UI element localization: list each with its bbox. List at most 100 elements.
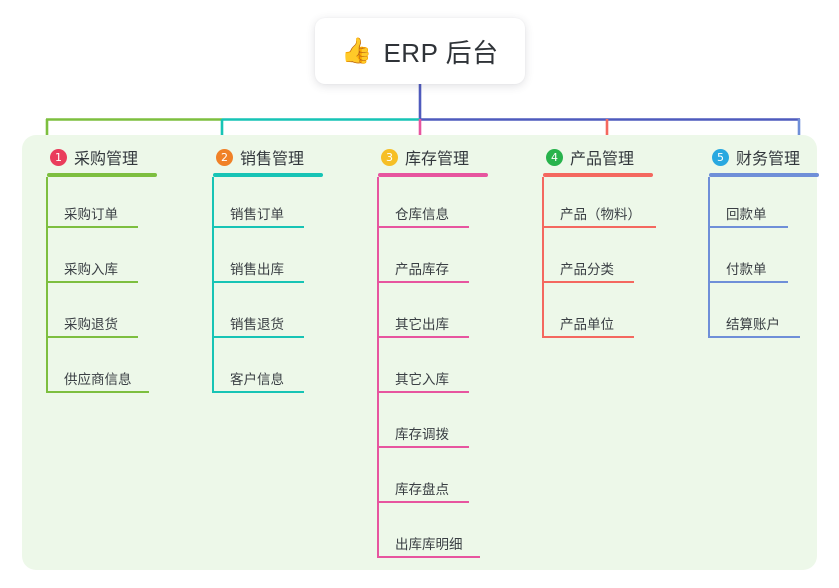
branch-number-badge: 5 xyxy=(712,148,729,166)
leaf-item[interactable]: 库存盘点 xyxy=(367,452,488,507)
leaf-item-underline xyxy=(708,336,800,338)
leaf-item-label: 产品库存 xyxy=(395,262,449,277)
branch-title: 销售管理 xyxy=(240,151,305,168)
leaf-item-underline xyxy=(212,336,304,338)
branch-title: 财务管理 xyxy=(736,151,801,168)
leaf-item[interactable]: 产品（物料） xyxy=(532,177,656,232)
root-node[interactable]: 👍 ERP 后台 xyxy=(315,18,525,84)
branch-column-sales: 2 销售管理销售订单销售出库销售退货客户信息 xyxy=(202,145,323,397)
leaf-item[interactable]: 销售订单 xyxy=(202,177,323,232)
leaf-item-underline xyxy=(708,281,788,283)
leaf-item-underline xyxy=(377,281,469,283)
leaf-item[interactable]: 库存调拨 xyxy=(367,397,488,452)
leaf-item-label: 采购入库 xyxy=(64,262,118,277)
leaf-item[interactable]: 其它出库 xyxy=(367,287,488,342)
branch-column-finance: 5 财务管理回款单付款单结算账户 xyxy=(698,145,819,342)
branch-underline xyxy=(47,173,157,177)
branch-item-list: 销售订单销售出库销售退货客户信息 xyxy=(202,177,323,397)
leaf-item[interactable]: 采购入库 xyxy=(36,232,157,287)
branch-panel xyxy=(22,135,817,570)
branch-trunk-line xyxy=(46,177,48,393)
branch-header-sales[interactable]: 2 销售管理 xyxy=(202,145,323,169)
leaf-item[interactable]: 销售退货 xyxy=(202,287,323,342)
thumbs-up-icon: 👍 xyxy=(341,36,373,65)
root-node-label: ERP 后台 xyxy=(383,37,499,68)
leaf-item-underline xyxy=(542,336,634,338)
leaf-item-label: 其它出库 xyxy=(395,317,449,332)
branch-number-badge: 2 xyxy=(216,148,233,166)
leaf-item[interactable]: 销售出库 xyxy=(202,232,323,287)
branch-underline xyxy=(213,173,323,177)
leaf-item-label: 其它入库 xyxy=(395,372,449,387)
leaf-item[interactable]: 采购订单 xyxy=(36,177,157,232)
leaf-item-underline xyxy=(212,226,304,228)
leaf-item-label: 出库库明细 xyxy=(395,537,463,552)
leaf-item-underline xyxy=(46,226,138,228)
leaf-item-label: 采购退货 xyxy=(64,317,118,332)
branch-header-finance[interactable]: 5 财务管理 xyxy=(698,145,819,169)
branch-item-list: 仓库信息产品库存其它出库其它入库库存调拨库存盘点出库库明细 xyxy=(367,177,488,562)
branch-column-product: 4 产品管理产品（物料） 产品分类产品单位 xyxy=(532,145,656,342)
branch-item-list: 采购订单采购入库采购退货供应商信息 xyxy=(36,177,157,397)
branch-underline xyxy=(543,173,653,177)
branch-underline xyxy=(709,173,819,177)
leaf-item-label: 产品单位 xyxy=(560,317,614,332)
branch-number-badge: 1 xyxy=(50,148,67,166)
branch-header-inventory[interactable]: 3 库存管理 xyxy=(367,145,488,169)
branch-trunk-line xyxy=(542,177,544,338)
branch-title: 库存管理 xyxy=(405,151,470,168)
leaf-item-underline xyxy=(377,446,469,448)
branch-item-list: 产品（物料） 产品分类产品单位 xyxy=(532,177,656,342)
branch-header-purchase[interactable]: 1 采购管理 xyxy=(36,145,157,169)
leaf-item[interactable]: 付款单 xyxy=(698,232,819,287)
leaf-item-label: 库存调拨 xyxy=(395,427,449,442)
leaf-item-label: 销售订单 xyxy=(230,207,284,222)
branch-title: 采购管理 xyxy=(74,151,139,168)
leaf-item-label: 销售退货 xyxy=(230,317,284,332)
leaf-item-underline xyxy=(212,391,304,393)
leaf-item[interactable]: 出库库明细 xyxy=(367,507,488,562)
leaf-item-label: 客户信息 xyxy=(230,372,284,387)
leaf-item-label: 产品（物料） xyxy=(560,207,641,222)
leaf-item[interactable]: 产品分类 xyxy=(532,232,653,287)
branch-number-badge: 3 xyxy=(381,148,398,166)
leaf-item-label: 采购订单 xyxy=(64,207,118,222)
branch-column-purchase: 1 采购管理采购订单采购入库采购退货供应商信息 xyxy=(36,145,157,397)
leaf-item[interactable]: 客户信息 xyxy=(202,342,323,397)
leaf-item[interactable]: 供应商信息 xyxy=(36,342,157,397)
leaf-item-label: 结算账户 xyxy=(726,317,780,332)
branch-trunk-line xyxy=(377,177,379,558)
leaf-item-underline xyxy=(46,336,138,338)
leaf-item[interactable]: 其它入库 xyxy=(367,342,488,397)
branch-underline xyxy=(378,173,488,177)
leaf-item-underline xyxy=(377,226,469,228)
leaf-item-underline xyxy=(542,226,656,228)
leaf-item[interactable]: 仓库信息 xyxy=(367,177,488,232)
leaf-item-label: 库存盘点 xyxy=(395,482,449,497)
leaf-item[interactable]: 采购退货 xyxy=(36,287,157,342)
branch-trunk-line xyxy=(708,177,710,338)
leaf-item-label: 仓库信息 xyxy=(395,207,449,222)
leaf-item-underline xyxy=(46,391,149,393)
leaf-item[interactable]: 产品单位 xyxy=(532,287,653,342)
leaf-item-underline xyxy=(212,281,304,283)
leaf-item-label: 产品分类 xyxy=(560,262,614,277)
leaf-item[interactable]: 结算账户 xyxy=(698,287,819,342)
leaf-item-underline xyxy=(377,391,469,393)
branch-item-list: 回款单付款单结算账户 xyxy=(698,177,819,342)
leaf-item-underline xyxy=(377,556,480,558)
leaf-item-underline xyxy=(377,501,469,503)
leaf-item-label: 供应商信息 xyxy=(64,372,132,387)
branch-header-product[interactable]: 4 产品管理 xyxy=(532,145,653,169)
leaf-item[interactable]: 回款单 xyxy=(698,177,819,232)
leaf-item-underline xyxy=(708,226,788,228)
leaf-item-label: 付款单 xyxy=(726,262,767,277)
leaf-item-underline xyxy=(377,336,469,338)
branch-column-inventory: 3 库存管理仓库信息产品库存其它出库其它入库库存调拨库存盘点出库库明细 xyxy=(367,145,488,562)
leaf-item-label: 销售出库 xyxy=(230,262,284,277)
leaf-item[interactable]: 产品库存 xyxy=(367,232,488,287)
leaf-item-underline xyxy=(542,281,634,283)
branch-title: 产品管理 xyxy=(570,151,635,168)
branch-number-badge: 4 xyxy=(546,148,563,166)
